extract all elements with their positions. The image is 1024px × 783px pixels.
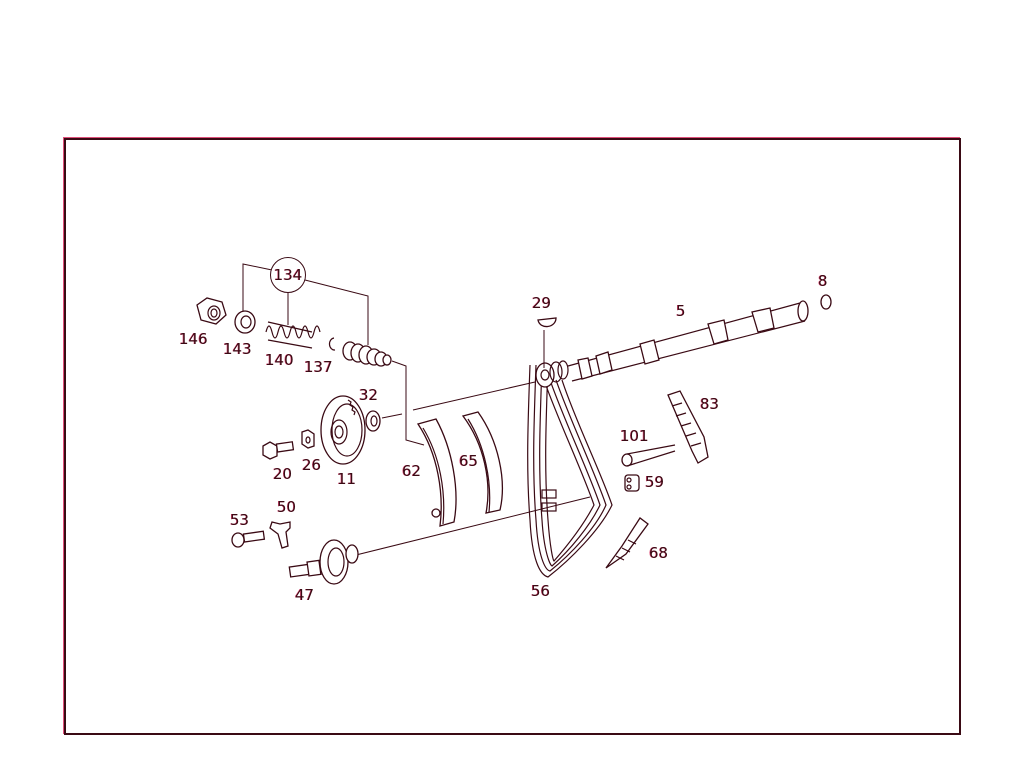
label-134: 134 bbox=[273, 265, 303, 284]
label-56: 56 bbox=[531, 582, 551, 600]
callout-134-circle: 134 bbox=[270, 257, 306, 293]
bracket-50 bbox=[269, 521, 291, 549]
label-11: 11 bbox=[337, 470, 357, 488]
label-32: 32 bbox=[359, 386, 379, 404]
label-140: 140 bbox=[265, 351, 294, 369]
label-29: 29 bbox=[532, 294, 552, 312]
hex-nut-146 bbox=[196, 297, 227, 325]
shaft-gear-47 bbox=[288, 539, 359, 585]
label-20: 20 bbox=[273, 465, 293, 483]
label-65: 65 bbox=[459, 452, 479, 470]
spring-140 bbox=[265, 321, 321, 349]
label-47: 47 bbox=[295, 586, 315, 604]
tensioner-rail-62 bbox=[416, 418, 457, 527]
label-146: 146 bbox=[179, 330, 208, 348]
label-143: 143 bbox=[223, 340, 252, 358]
label-62: 62 bbox=[402, 462, 422, 480]
key-29 bbox=[537, 317, 557, 368]
guide-68 bbox=[605, 517, 649, 569]
label-26: 26 bbox=[302, 456, 322, 474]
label-101: 101 bbox=[620, 427, 649, 445]
label-137: 137 bbox=[304, 358, 333, 376]
pin-101 bbox=[621, 444, 676, 467]
label-53: 53 bbox=[230, 511, 250, 529]
label-5: 5 bbox=[676, 302, 686, 320]
label-83: 83 bbox=[700, 395, 720, 413]
bolt-53 bbox=[231, 530, 266, 548]
diagram-frame bbox=[64, 138, 961, 735]
tensioner-body bbox=[342, 341, 425, 446]
guide-83 bbox=[667, 390, 709, 464]
camshaft-5 bbox=[567, 300, 809, 382]
label-68: 68 bbox=[649, 544, 669, 562]
guide-rail-65 bbox=[461, 411, 503, 514]
group-134-leaders bbox=[242, 263, 369, 345]
timing-chain-56 bbox=[527, 360, 613, 578]
washer-32 bbox=[365, 410, 403, 432]
washer-143 bbox=[234, 310, 256, 334]
bolt-20 bbox=[262, 441, 295, 460]
chain-link-59 bbox=[624, 474, 640, 492]
plug-8 bbox=[820, 294, 832, 310]
sprocket-11 bbox=[320, 395, 366, 465]
label-59: 59 bbox=[645, 473, 665, 491]
plate-26 bbox=[301, 429, 315, 449]
label-8: 8 bbox=[818, 272, 828, 290]
label-50: 50 bbox=[277, 498, 297, 516]
circlip-137 bbox=[328, 337, 336, 351]
